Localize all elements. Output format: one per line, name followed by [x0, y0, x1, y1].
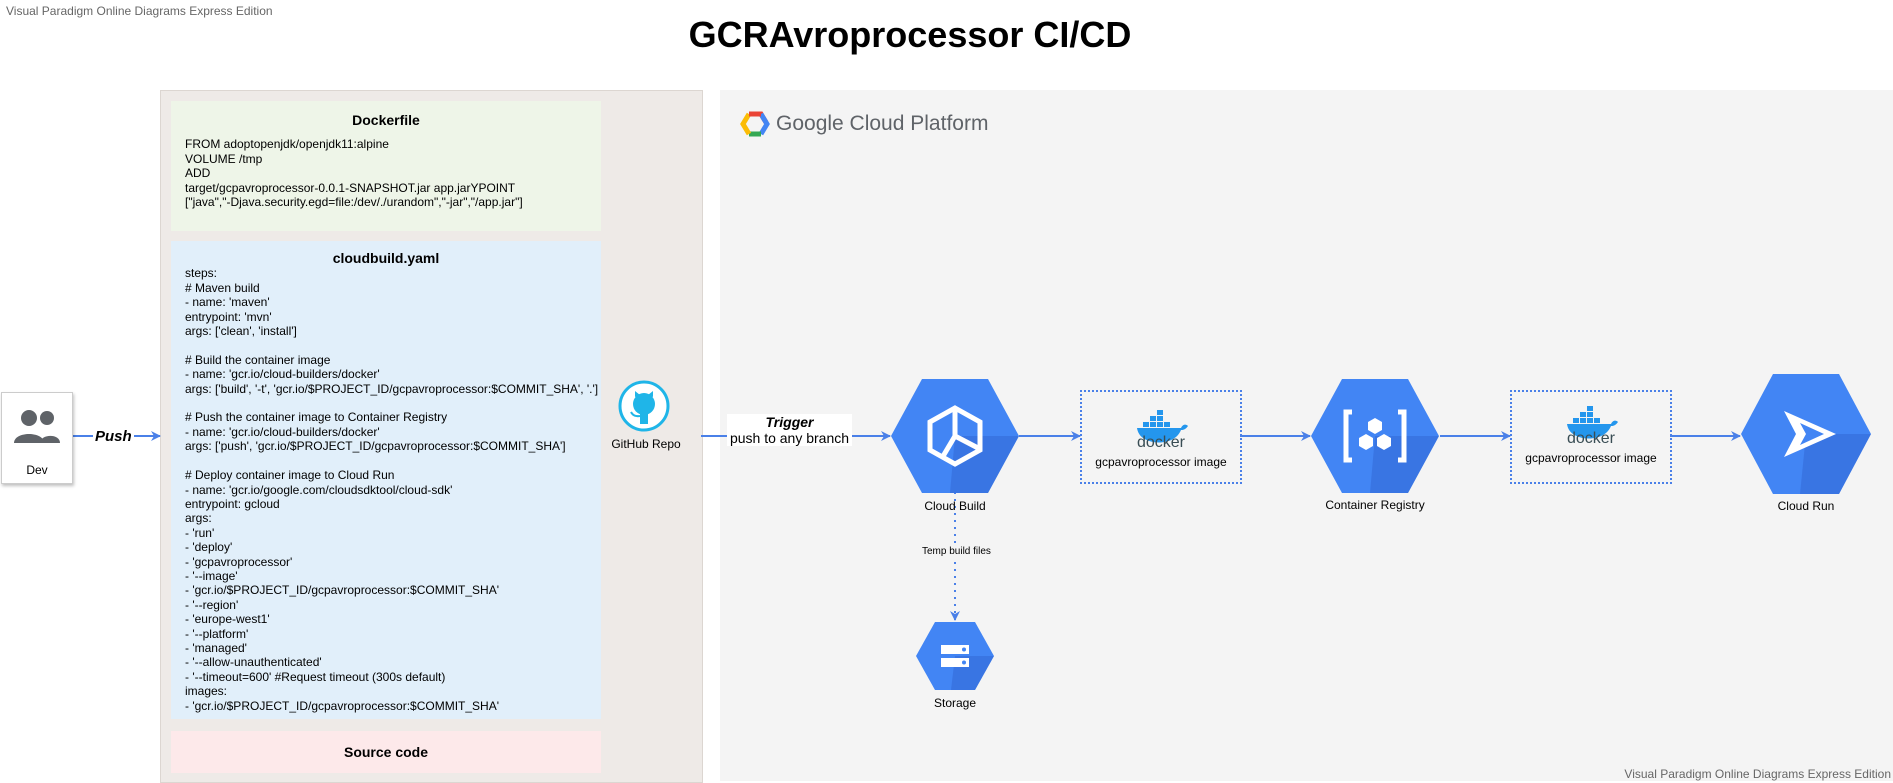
trigger-label: Trigger push to any branch	[727, 414, 852, 446]
push-label: Push	[93, 428, 134, 445]
cloudbuild-title: cloudbuild.yaml	[332, 250, 440, 266]
dockerfile-box[interactable]: Dockerfile FROM adoptopenjdk/openjdk11:a…	[171, 101, 601, 231]
cloud-build-label: Cloud Build	[924, 499, 986, 513]
docker-icon	[1567, 406, 1618, 439]
cloudbuild-content: steps: # Maven build - name: 'maven' ent…	[185, 266, 599, 713]
storage-icon	[916, 622, 994, 690]
image1-docker-text: docker	[1136, 434, 1186, 451]
users-icon	[14, 410, 60, 443]
watermark-top: Visual Paradigm Online Diagrams Express …	[6, 4, 273, 18]
cloud-build-node[interactable]	[890, 378, 1020, 494]
cloud-build-icon	[891, 379, 1019, 493]
cloud-run-label: Cloud Run	[1777, 499, 1835, 513]
image2-docker-text: docker	[1566, 430, 1616, 447]
cloud-run-node[interactable]	[1740, 373, 1872, 495]
docker-icon	[1137, 410, 1188, 443]
gcp-logo-text: Google Cloud Platform	[776, 112, 989, 135]
dev-label: Dev	[26, 463, 48, 477]
source-panel: Dockerfile FROM adoptopenjdk/openjdk11:a…	[160, 90, 703, 783]
dockerfile-title: Dockerfile	[352, 112, 420, 128]
dev-actor[interactable]: Dev	[1, 392, 73, 484]
image1-node[interactable]: docker gcpavroprocessor image	[1080, 390, 1242, 484]
temp-build-label: Temp build files	[920, 546, 993, 557]
github-icon	[618, 380, 670, 432]
image2-label: gcpavroprocessor image	[1525, 451, 1657, 465]
trigger-title: Trigger	[765, 414, 814, 430]
image1-label: gcpavroprocessor image	[1095, 455, 1227, 469]
storage-node[interactable]	[915, 621, 995, 691]
container-registry-icon	[1311, 379, 1439, 493]
gcp-logo-icon	[740, 111, 770, 137]
github-node[interactable]	[618, 380, 674, 436]
trigger-subtitle: push to any branch	[729, 430, 850, 446]
dockerfile-content: FROM adoptopenjdk/openjdk11:alpine VOLUM…	[185, 137, 523, 210]
container-registry-label: Container Registry	[1325, 498, 1425, 512]
diagram-title: GCRAvroprocessor CI/CD	[688, 14, 1132, 55]
cloudbuild-box[interactable]: cloudbuild.yaml steps: # Maven build - n…	[171, 241, 601, 719]
github-label: GitHub Repo	[611, 437, 681, 451]
watermark-bottom: Visual Paradigm Online Diagrams Express …	[1624, 767, 1891, 781]
source-code-title: Source code	[343, 744, 429, 760]
cloud-run-icon	[1741, 374, 1871, 494]
storage-label: Storage	[933, 696, 977, 710]
image2-node[interactable]: docker gcpavroprocessor image	[1510, 390, 1672, 484]
source-code-box[interactable]: Source code	[171, 731, 601, 773]
container-registry-node[interactable]	[1310, 378, 1440, 494]
